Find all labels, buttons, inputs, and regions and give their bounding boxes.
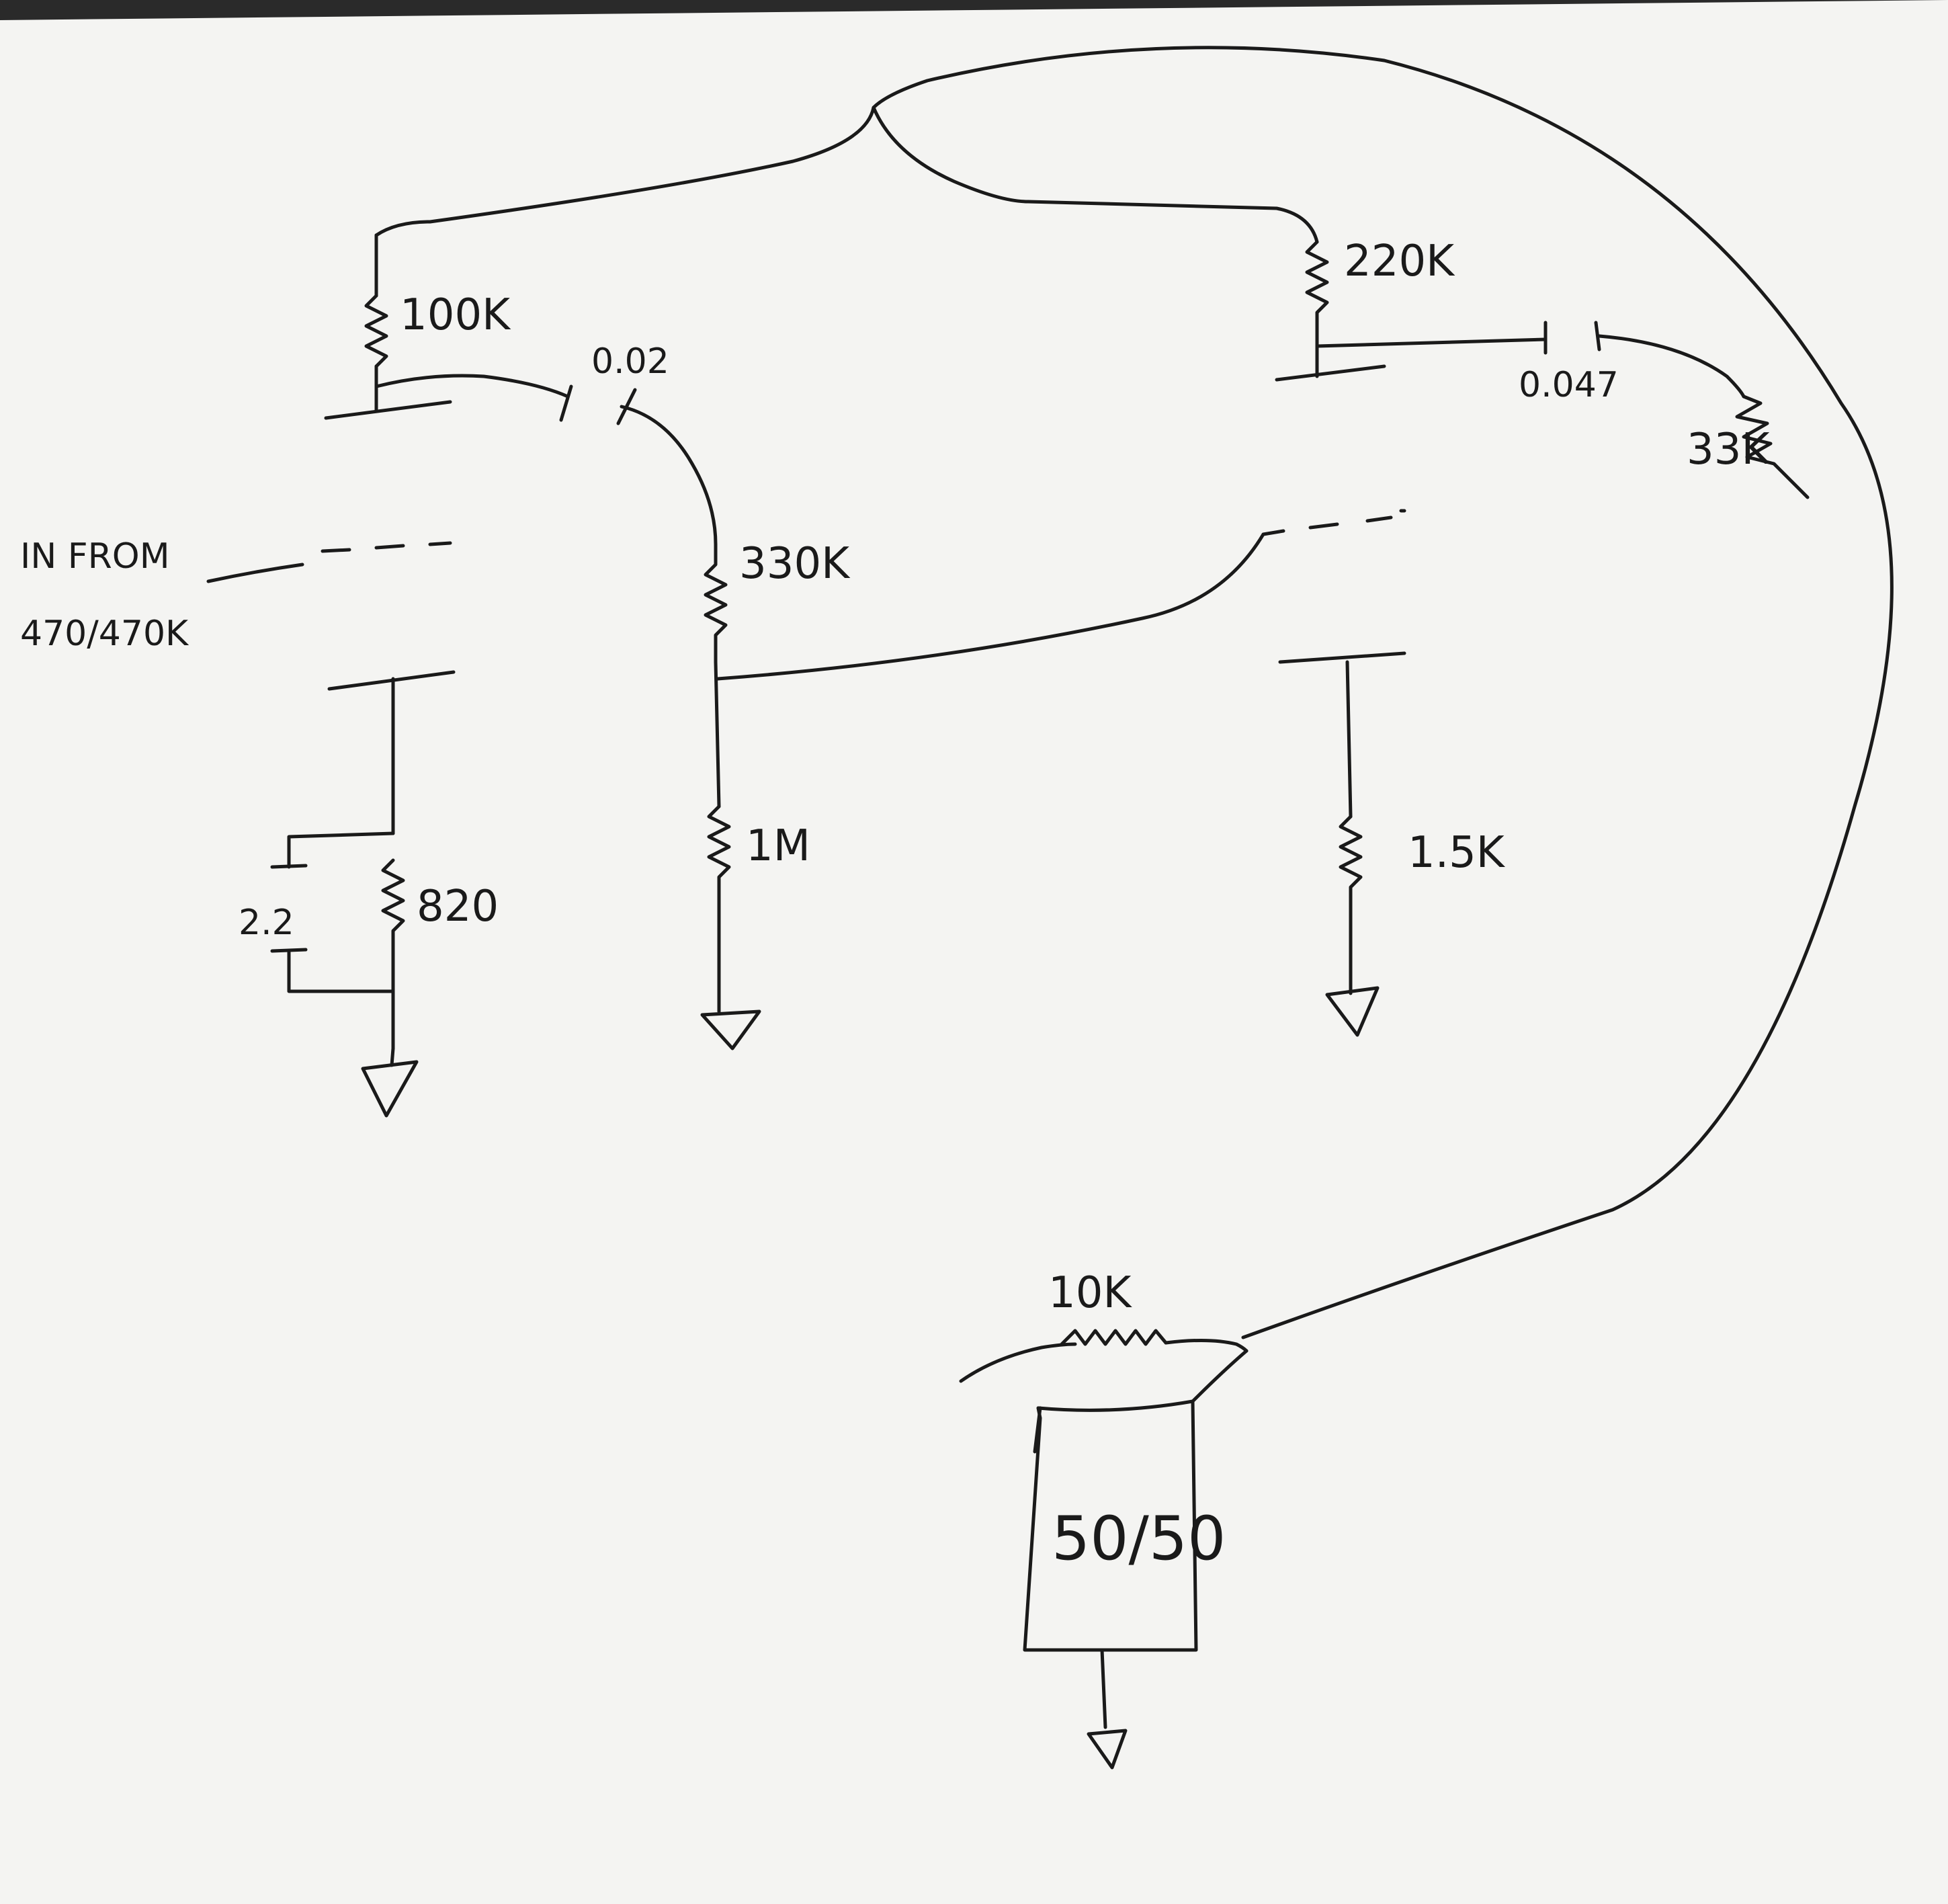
ground-transformer bbox=[1087, 1729, 1128, 1770]
resistor-1m-symbol bbox=[707, 804, 731, 997]
wire-plate1-to-c1 bbox=[374, 374, 570, 399]
label-330k: 330K bbox=[739, 539, 851, 589]
wire-junction-to-grid2 bbox=[716, 532, 1265, 681]
capacitor-2.2-plate-a bbox=[270, 864, 308, 869]
resistor-820-symbol bbox=[381, 858, 405, 1050]
wire-10k-right bbox=[1164, 1338, 1248, 1353]
resistor-220k-symbol bbox=[1305, 240, 1329, 378]
bypass-wire-bottom bbox=[287, 949, 395, 993]
wire-c2-to-33k bbox=[1597, 334, 1746, 399]
resistor-33k-symbol bbox=[1735, 395, 1810, 499]
wire-330k-to-1m bbox=[714, 660, 721, 809]
label-220k: 220K bbox=[1344, 237, 1455, 286]
label-0.02: 0.02 bbox=[591, 341, 669, 382]
label-470-470k: 470/470K bbox=[20, 614, 189, 654]
label-2.2: 2.2 bbox=[239, 903, 294, 943]
transformer-lead-left bbox=[1033, 1406, 1042, 1454]
resistor-1.5k-symbol bbox=[1339, 815, 1363, 993]
label-33k: 33K bbox=[1687, 425, 1771, 474]
resistor-100k-symbol bbox=[364, 294, 388, 368]
label-50-50: 50/50 bbox=[1052, 1503, 1226, 1574]
label-1.5k: 1.5K bbox=[1408, 828, 1506, 878]
cathode2-bar bbox=[1278, 651, 1406, 664]
capacitor-0.02-plate-a bbox=[559, 384, 573, 422]
plate1-bar bbox=[324, 400, 452, 420]
ground-1m bbox=[700, 993, 761, 1050]
label-820: 820 bbox=[417, 882, 499, 932]
plate2-bar bbox=[1275, 364, 1386, 382]
bplus-wire bbox=[374, 46, 1894, 1339]
ground-1.5k bbox=[1325, 986, 1380, 1037]
label-in-from: IN FROM bbox=[20, 536, 170, 577]
bplus-branch-right bbox=[872, 106, 1319, 244]
grid1-dashed bbox=[321, 541, 452, 553]
input-wire bbox=[206, 563, 304, 583]
label-0.047: 0.047 bbox=[1519, 365, 1619, 405]
label-100k: 100K bbox=[400, 290, 511, 340]
wire-c1-to-330k bbox=[620, 405, 718, 546]
resistor-10k-symbol bbox=[1060, 1329, 1168, 1346]
grid2-dashed bbox=[1261, 509, 1406, 536]
transformer-box bbox=[1023, 1399, 1198, 1652]
cathode2-wire bbox=[1345, 660, 1353, 819]
wire-transformer-left bbox=[959, 1342, 1077, 1383]
label-1m: 1M bbox=[746, 821, 810, 871]
label-10k: 10K bbox=[1048, 1268, 1132, 1318]
bypass-wire-top bbox=[287, 831, 395, 869]
transformer-ground-lead bbox=[1100, 1648, 1107, 1729]
wire-transformer-right bbox=[1191, 1349, 1248, 1403]
resistor-330k-symbol bbox=[704, 542, 728, 664]
wire-plate2-to-c2 bbox=[1315, 337, 1548, 348]
ground-820 bbox=[361, 1046, 419, 1118]
